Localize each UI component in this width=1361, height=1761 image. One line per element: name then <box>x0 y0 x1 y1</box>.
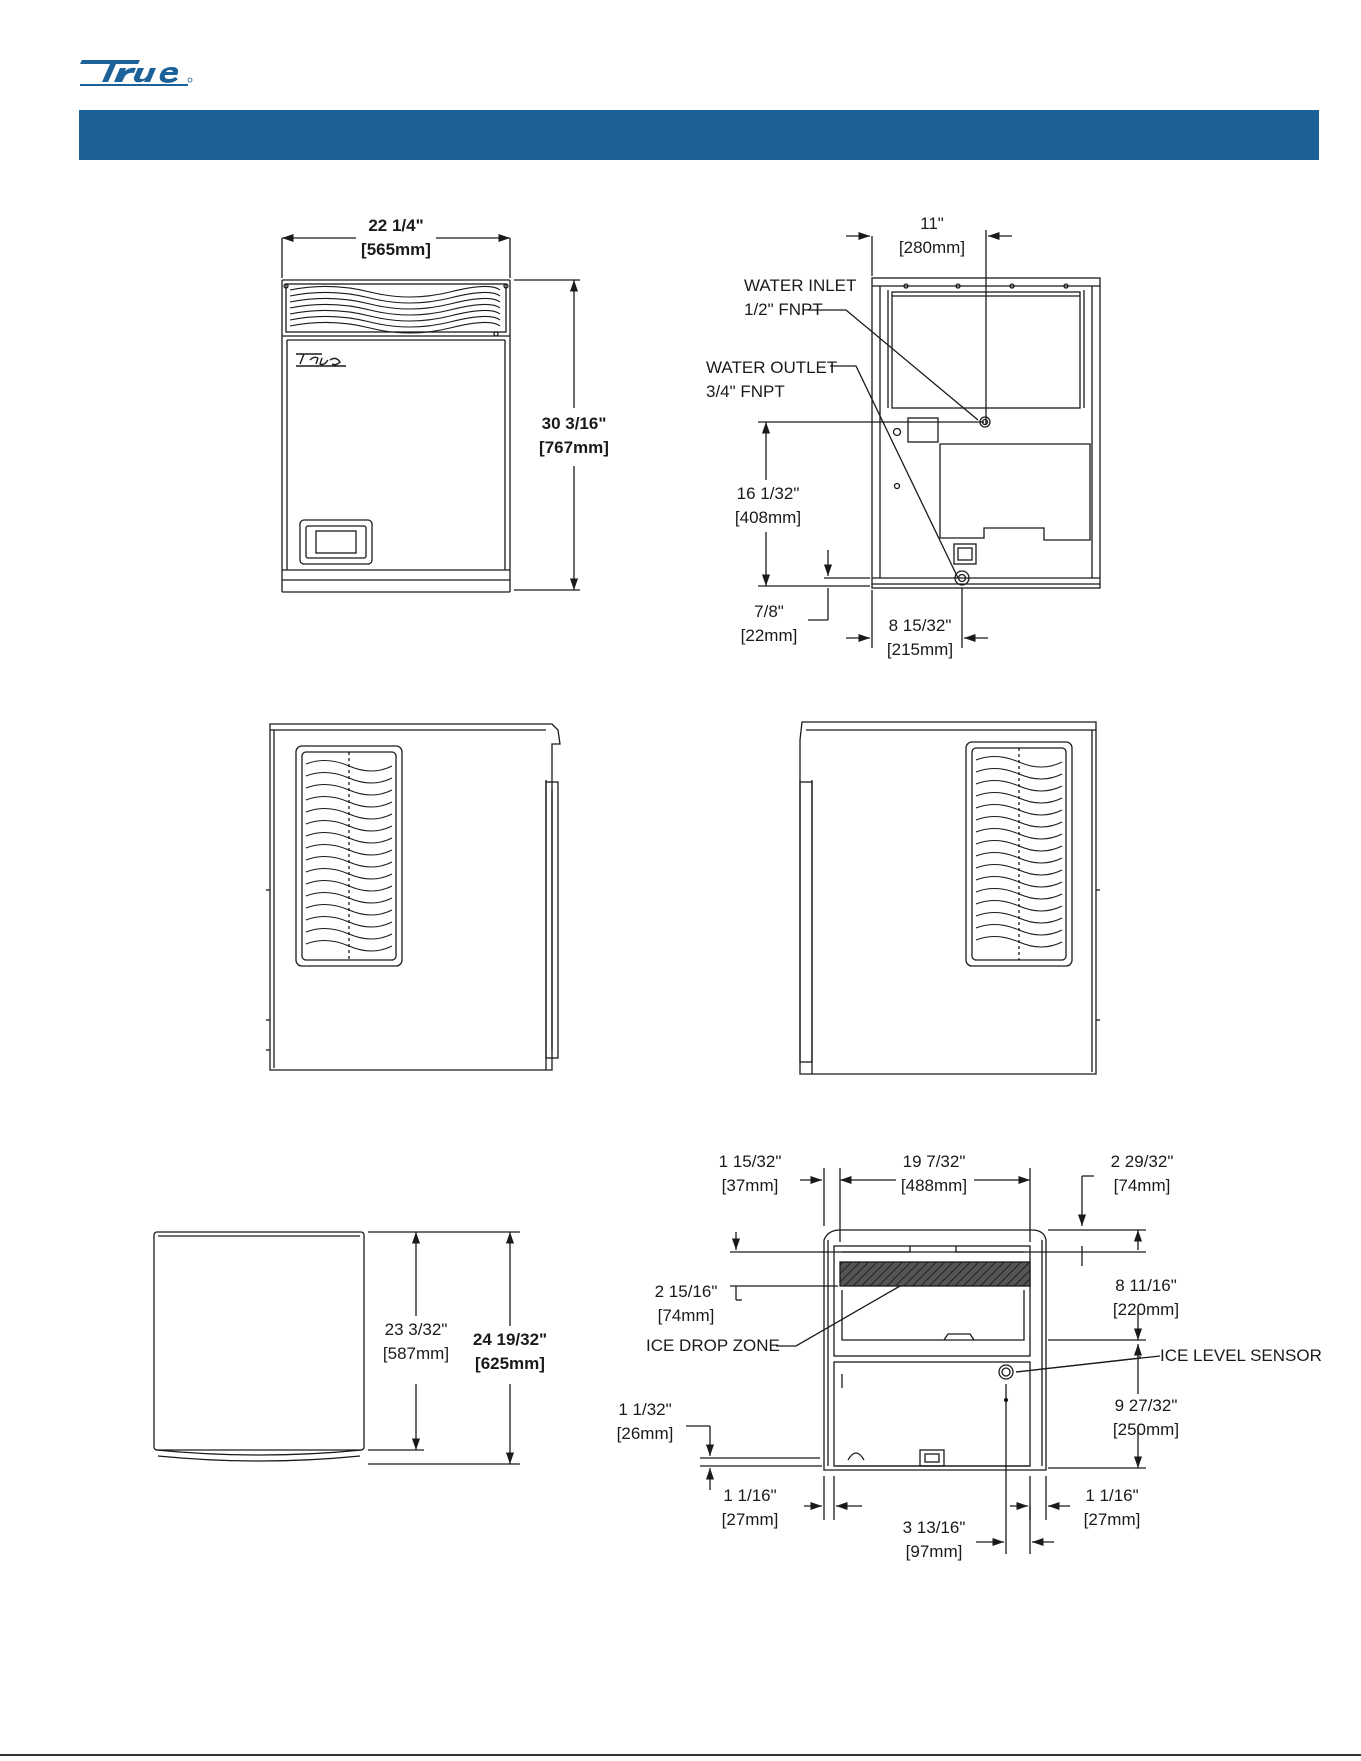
dim-bottom-opening-width-imperial: 19 7/32" <box>902 1152 966 1171</box>
top-view <box>153 1231 365 1462</box>
callout-water-outlet-line1: WATER OUTLET <box>706 358 838 377</box>
dim-bottom-opening-depth: 8 11/16" [220mm] <box>1100 1274 1192 1322</box>
bottom-view <box>823 1229 1047 1471</box>
dim-bottom-drop-depth-metric: [74mm] <box>657 1306 715 1325</box>
dim-top-depth-inner: 23 3/32" [587mm] <box>374 1318 458 1366</box>
callout-water-inlet: WATER INLET 1/2" FNPT <box>744 274 856 322</box>
dim-rear-drain-height-metric: [22mm] <box>740 626 798 645</box>
dim-rear-drain-offset: 8 15/32" [215mm] <box>872 614 968 662</box>
callout-ice-drop-zone: ICE DROP ZONE <box>646 1334 780 1358</box>
dim-top-depth-overall: 24 19/32" [625mm] <box>462 1328 558 1376</box>
callout-ice-level-sensor-label: ICE LEVEL SENSOR <box>1160 1346 1322 1365</box>
dim-bottom-rear-margin-imperial: 1 1/32" <box>618 1400 672 1419</box>
dim-rear-drain-height: 7/8" [22mm] <box>728 600 810 648</box>
dim-bottom-sensor-offset: 3 13/16" [97mm] <box>888 1516 980 1564</box>
front-view <box>281 279 511 593</box>
dim-rear-inlet-offset-metric: [280mm] <box>898 238 966 257</box>
dim-bottom-top-margin-imperial: 2 29/32" <box>1110 1152 1174 1171</box>
callout-water-inlet-line1: WATER INLET <box>744 276 857 295</box>
dim-front-height-imperial: 30 3/16" <box>541 414 607 433</box>
dim-bottom-drop-depth-imperial: 2 15/16" <box>654 1282 718 1301</box>
dim-bottom-opening-depth-metric: [220mm] <box>1112 1300 1180 1319</box>
callout-ice-drop-zone-label: ICE DROP ZONE <box>646 1336 780 1355</box>
callout-ice-level-sensor: ICE LEVEL SENSOR <box>1160 1344 1322 1368</box>
dim-bottom-left-margin: 1 15/32" [37mm] <box>706 1150 794 1198</box>
callout-water-outlet-line2: 3/4" FNPT <box>706 382 785 401</box>
header-bar <box>79 110 1319 160</box>
right-side-view <box>799 721 1100 1075</box>
dim-bottom-left-side: 1 1/16" [27mm] <box>708 1484 792 1532</box>
dim-top-depth-inner-imperial: 23 3/32" <box>384 1320 448 1339</box>
left-side-view <box>266 723 561 1071</box>
dim-bottom-left-side-metric: [27mm] <box>721 1510 779 1529</box>
dim-bottom-opening-width: 19 7/32" [488mm] <box>888 1150 980 1198</box>
dim-top-depth-inner-metric: [587mm] <box>382 1344 450 1363</box>
dim-rear-drain-offset-imperial: 8 15/32" <box>888 616 952 635</box>
footer-rule <box>0 1754 1361 1756</box>
dim-top-depth-overall-metric: [625mm] <box>475 1354 545 1373</box>
dim-rear-inlet-offset-imperial: 11" <box>920 214 944 233</box>
dim-bottom-sensor-depth-metric: [250mm] <box>1112 1420 1180 1439</box>
dim-bottom-top-margin-metric: [74mm] <box>1113 1176 1171 1195</box>
dim-front-width-metric: [565mm] <box>361 240 431 259</box>
dim-bottom-sensor-depth: 9 27/32" [250mm] <box>1100 1394 1192 1442</box>
dim-bottom-drop-depth: 2 15/16" [74mm] <box>644 1280 728 1328</box>
callout-water-outlet: WATER OUTLET 3/4" FNPT <box>706 356 837 404</box>
dim-front-width: 22 1/4" [565mm] <box>350 214 442 262</box>
dim-bottom-left-margin-imperial: 1 15/32" <box>718 1152 782 1171</box>
dim-rear-drain-height-imperial: 7/8" <box>754 602 784 621</box>
callout-water-inlet-line2: 1/2" FNPT <box>744 300 823 319</box>
dim-bottom-sensor-depth-imperial: 9 27/32" <box>1114 1396 1178 1415</box>
dim-bottom-rear-margin: 1 1/32" [26mm] <box>604 1398 686 1446</box>
dim-rear-outlet-height-metric: [408mm] <box>734 508 802 527</box>
dim-bottom-left-side-imperial: 1 1/16" <box>723 1486 777 1505</box>
dim-top-depth-overall-imperial: 24 19/32" <box>472 1330 548 1349</box>
dim-rear-outlet-height-imperial: 16 1/32" <box>736 484 800 503</box>
dim-bottom-opening-width-metric: [488mm] <box>900 1176 968 1195</box>
dim-bottom-opening-depth-imperial: 8 11/16" <box>1115 1276 1177 1295</box>
dim-rear-outlet-height: 16 1/32" [408mm] <box>722 482 814 530</box>
dim-bottom-top-margin: 2 29/32" [74mm] <box>1096 1150 1188 1198</box>
dim-rear-inlet-offset: 11" [280mm] <box>884 212 980 260</box>
dim-bottom-right-side-imperial: 1 1/16" <box>1085 1486 1139 1505</box>
dim-bottom-left-margin-metric: [37mm] <box>721 1176 779 1195</box>
dim-bottom-right-side: 1 1/16" [27mm] <box>1070 1484 1154 1532</box>
dim-bottom-rear-margin-metric: [26mm] <box>616 1424 674 1443</box>
dim-front-height: 30 3/16" [767mm] <box>526 412 622 460</box>
dim-rear-drain-offset-metric: [215mm] <box>886 640 954 659</box>
dim-bottom-sensor-offset-metric: [97mm] <box>905 1542 963 1561</box>
dim-front-width-imperial: 22 1/4" <box>368 216 424 235</box>
dim-bottom-sensor-offset-imperial: 3 13/16" <box>902 1518 966 1537</box>
dim-bottom-right-side-metric: [27mm] <box>1083 1510 1141 1529</box>
true-logo <box>80 60 193 86</box>
dim-front-height-metric: [767mm] <box>539 438 609 457</box>
